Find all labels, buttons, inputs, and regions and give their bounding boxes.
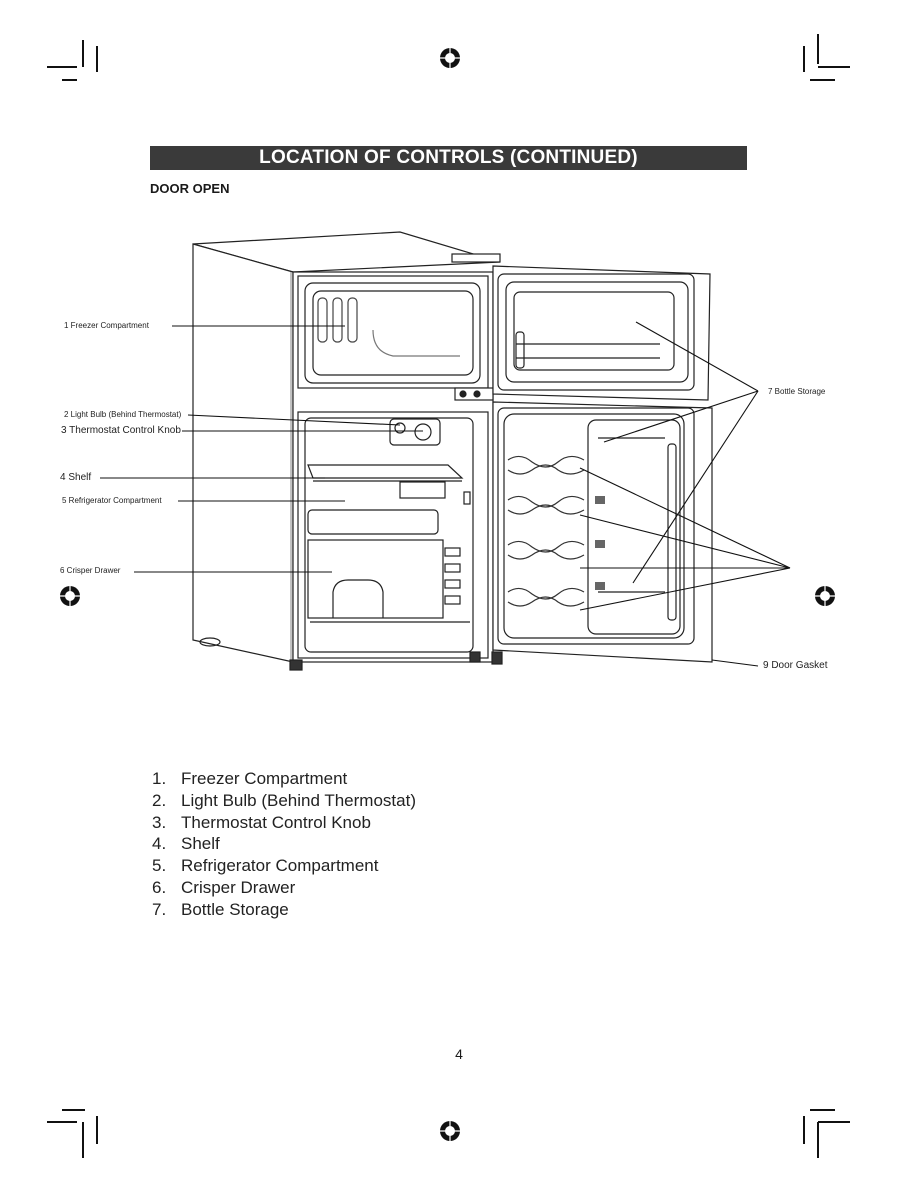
legend-item-label: Freezer Compartment xyxy=(181,769,348,788)
section-title: LOCATION OF CONTROLS (CONTINUED) xyxy=(150,146,747,170)
registration-target-right xyxy=(813,584,837,608)
legend-list: 1. Freezer Compartment 2. Light Bulb (Behi… xyxy=(152,768,416,921)
callout-freezer-compartment: 1 Freezer Compartment xyxy=(64,321,149,330)
legend-item-number: 6. xyxy=(152,877,167,897)
callout-refrigerator-compartment: 5 Refrigerator Compartment xyxy=(62,496,162,505)
legend-item: 5. Refrigerator Compartment xyxy=(152,855,416,877)
legend-item-number: 3. xyxy=(152,812,167,832)
door-open-subtitle: DOOR OPEN xyxy=(150,181,230,196)
callout-thermostat-knob: 3 Thermostat Control Knob xyxy=(61,425,181,436)
legend-item-number: 7. xyxy=(152,899,167,919)
legend-item: 2. Light Bulb (Behind Thermostat) xyxy=(152,790,416,812)
legend-item-label: Light Bulb (Behind Thermostat) xyxy=(181,790,416,810)
legend-item: 1. Freezer Compartment xyxy=(152,768,416,790)
legend-item-number: 4. xyxy=(152,834,167,854)
legend-item: 6. Crisper Drawer xyxy=(152,877,416,899)
legend-item-number: 5. xyxy=(152,856,167,876)
callout-light-bulb: 2 Light Bulb (Behind Thermostat) xyxy=(64,410,182,419)
legend-item-number: 1. xyxy=(152,769,167,788)
callout-bottle-storage: 7 Bottle Storage xyxy=(768,387,826,396)
legend-item: 3. Thermostat Control Knob xyxy=(152,812,416,834)
legend-item-label: Bottle Storage xyxy=(181,899,289,919)
legend-item-label: Refrigerator Compartment xyxy=(181,856,379,876)
callout-crisper-drawer: 6 Crisper Drawer xyxy=(60,566,121,575)
callout-door-gasket: 9 Door Gasket xyxy=(763,660,828,671)
registration-target-left xyxy=(58,584,82,608)
legend-item-label: Shelf xyxy=(181,834,220,854)
legend-item-label: Crisper Drawer xyxy=(181,877,296,897)
legend-item-number: 2. xyxy=(152,790,167,810)
legend-item: 4. Shelf xyxy=(152,833,416,855)
legend-item: 7. Bottle Storage xyxy=(152,899,416,921)
legend-item-label: Thermostat Control Knob xyxy=(181,812,371,832)
callout-shelf: 4 Shelf xyxy=(60,472,92,483)
registration-target-top xyxy=(438,46,462,70)
leader-lines xyxy=(100,321,791,667)
page-number: 4 xyxy=(455,1046,463,1062)
registration-target-bottom xyxy=(438,1119,462,1143)
